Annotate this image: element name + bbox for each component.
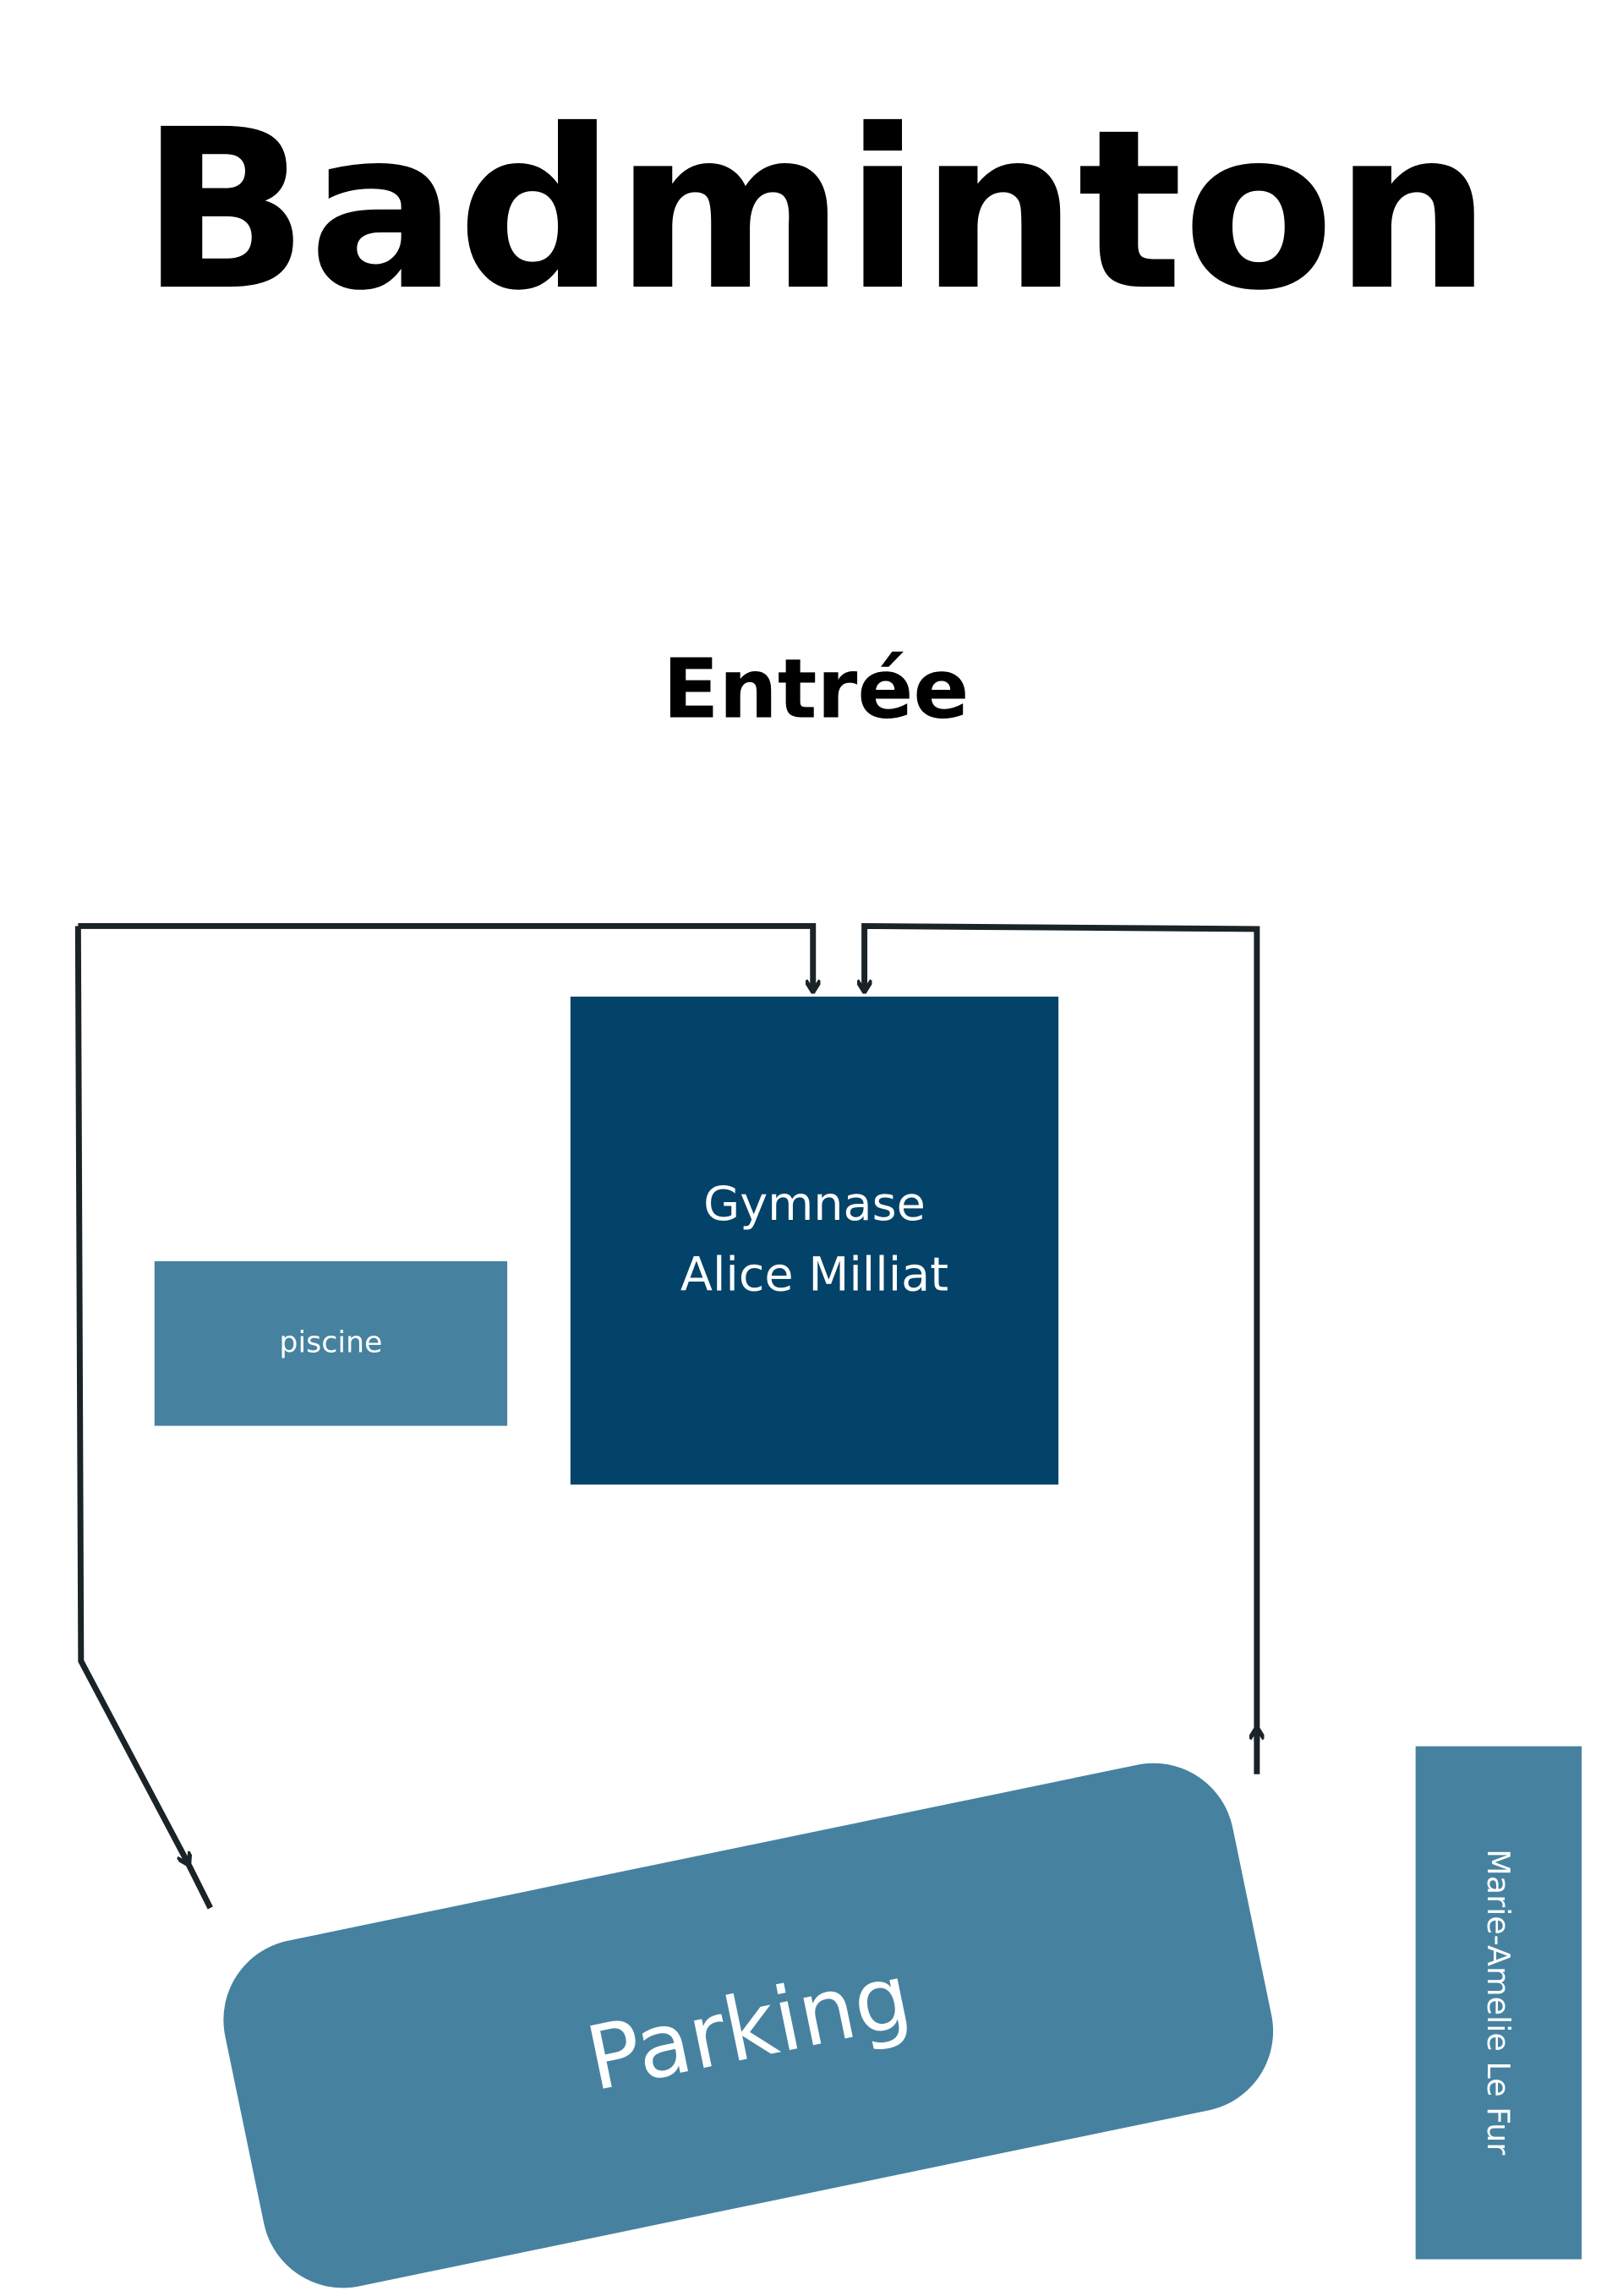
page-title: Badminton <box>140 82 1491 339</box>
pool-label: piscine <box>279 1326 382 1360</box>
gym-label-line1: Gymnase <box>703 1177 926 1232</box>
path-right <box>865 922 1260 1774</box>
entrance-label: Entrée <box>663 642 969 737</box>
side-building: Marie-Amelie Le Fur <box>1415 1746 1582 2260</box>
path-left-side <box>74 926 188 1863</box>
gym-label-line2: Alice Milliat <box>680 1248 948 1303</box>
gym-building: Gymnase Alice Milliat <box>570 996 1059 1485</box>
path-left-top <box>78 922 812 991</box>
path-left-tail <box>185 1862 213 1910</box>
pool-building: piscine <box>154 1260 508 1426</box>
parking-area: Parking <box>223 1763 1274 2288</box>
side-building-label: Marie-Amelie Le Fur <box>1480 1849 1516 2155</box>
